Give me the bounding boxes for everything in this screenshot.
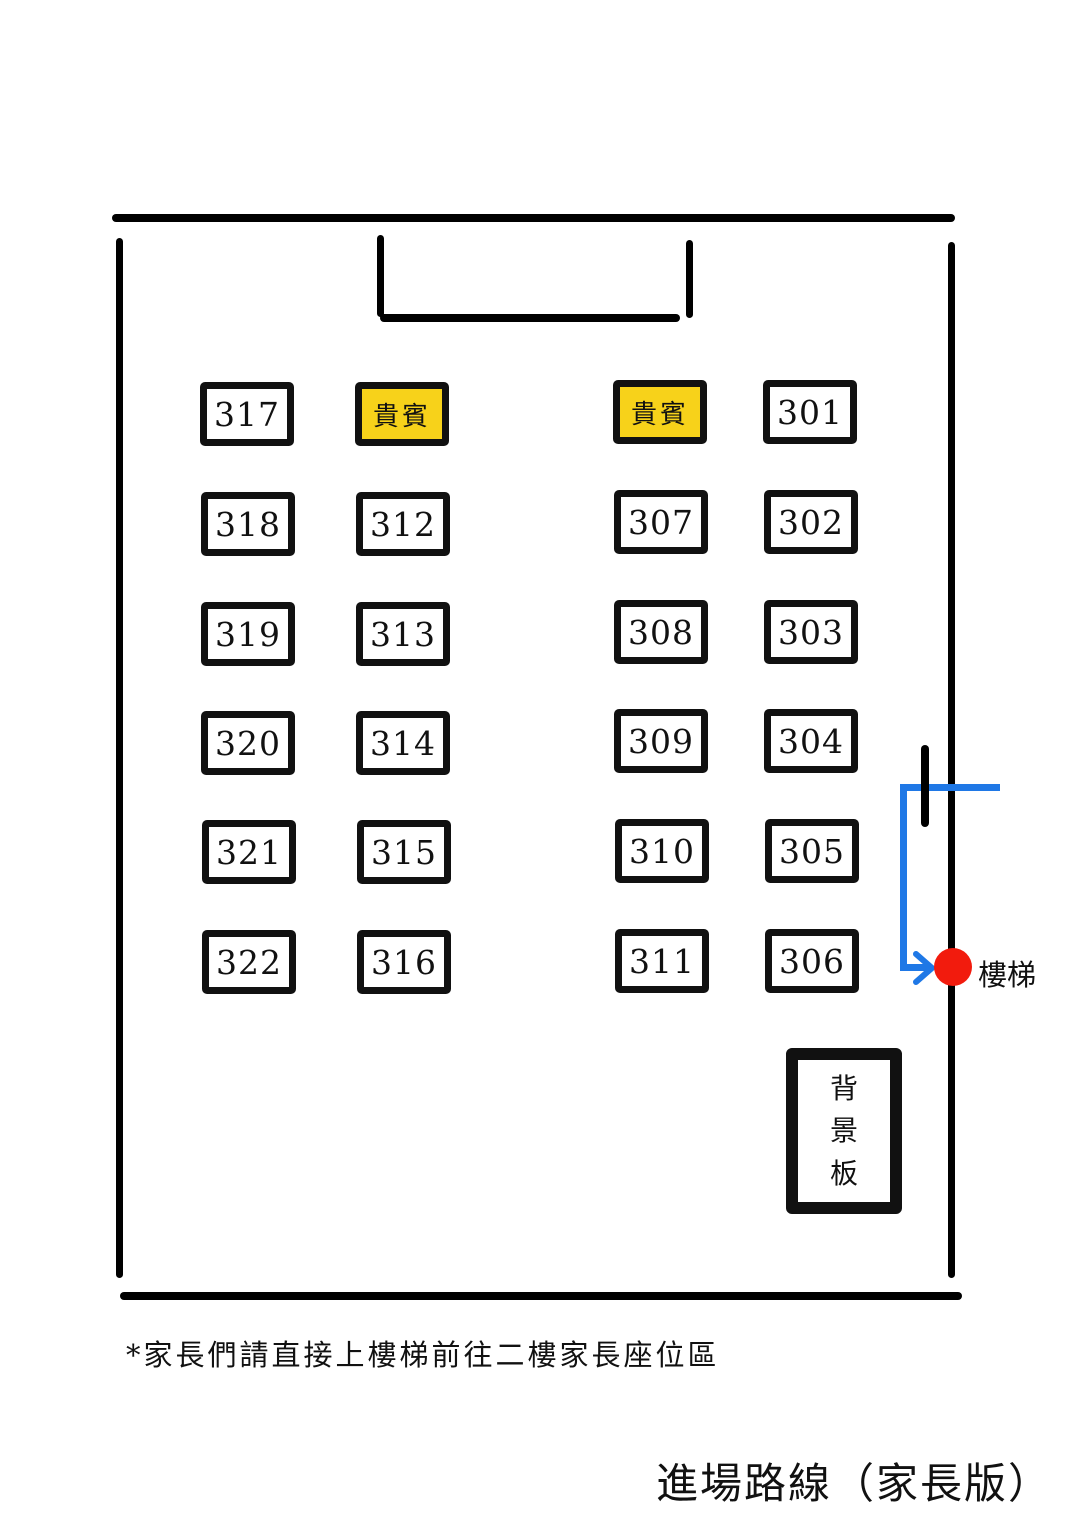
seat-305: 305 <box>765 819 859 883</box>
room-bottom-wall <box>120 1292 962 1300</box>
seat-320: 320 <box>201 711 295 775</box>
seat-315: 315 <box>357 820 451 884</box>
seat-319: 319 <box>201 602 295 666</box>
seat-301: 301 <box>763 380 857 444</box>
route-arrowhead-icon <box>913 951 935 985</box>
seat-312: 312 <box>356 492 450 556</box>
backdrop-board: 背 景 板 <box>786 1048 902 1214</box>
stage-front-edge <box>380 314 680 322</box>
route-entry-horizontal <box>900 784 1000 791</box>
seat-303: 303 <box>764 600 858 664</box>
backdrop-char-3: 板 <box>829 1156 858 1190</box>
seat-vip-left: 貴賓 <box>355 382 449 446</box>
seat-302: 302 <box>764 490 858 554</box>
seat-304: 304 <box>764 709 858 773</box>
seat-318: 318 <box>201 492 295 556</box>
room-left-wall <box>116 238 123 1278</box>
seat-306: 306 <box>765 929 859 993</box>
page-title: 進場路線（家長版） <box>656 1459 1053 1508</box>
backdrop-char-1: 背 <box>829 1071 858 1105</box>
backdrop-char-2: 景 <box>829 1114 858 1147</box>
route-to-stairs <box>900 964 930 971</box>
stage-right-edge <box>686 240 693 318</box>
seat-311: 311 <box>615 929 709 993</box>
stage-left-edge <box>377 235 384 317</box>
seat-308: 308 <box>614 600 708 664</box>
seat-321: 321 <box>202 820 296 884</box>
stairs-label: 樓梯 <box>978 958 1037 992</box>
seat-307: 307 <box>614 490 708 554</box>
seat-322: 322 <box>202 930 296 994</box>
entrance-door-mark <box>921 745 929 827</box>
seat-309: 309 <box>614 709 708 773</box>
seat-317: 317 <box>200 382 294 446</box>
stairs-marker <box>934 948 972 986</box>
parents-note: *家長們請直接上樓梯前往二樓家長座位區 <box>126 1338 720 1372</box>
room-right-wall <box>948 242 955 1278</box>
seat-314: 314 <box>356 711 450 775</box>
route-vertical <box>900 784 907 970</box>
seat-316: 316 <box>357 930 451 994</box>
seat-310: 310 <box>615 819 709 883</box>
seat-vip-right: 貴賓 <box>613 380 707 444</box>
seat-313: 313 <box>356 602 450 666</box>
room-top-wall <box>112 214 955 222</box>
